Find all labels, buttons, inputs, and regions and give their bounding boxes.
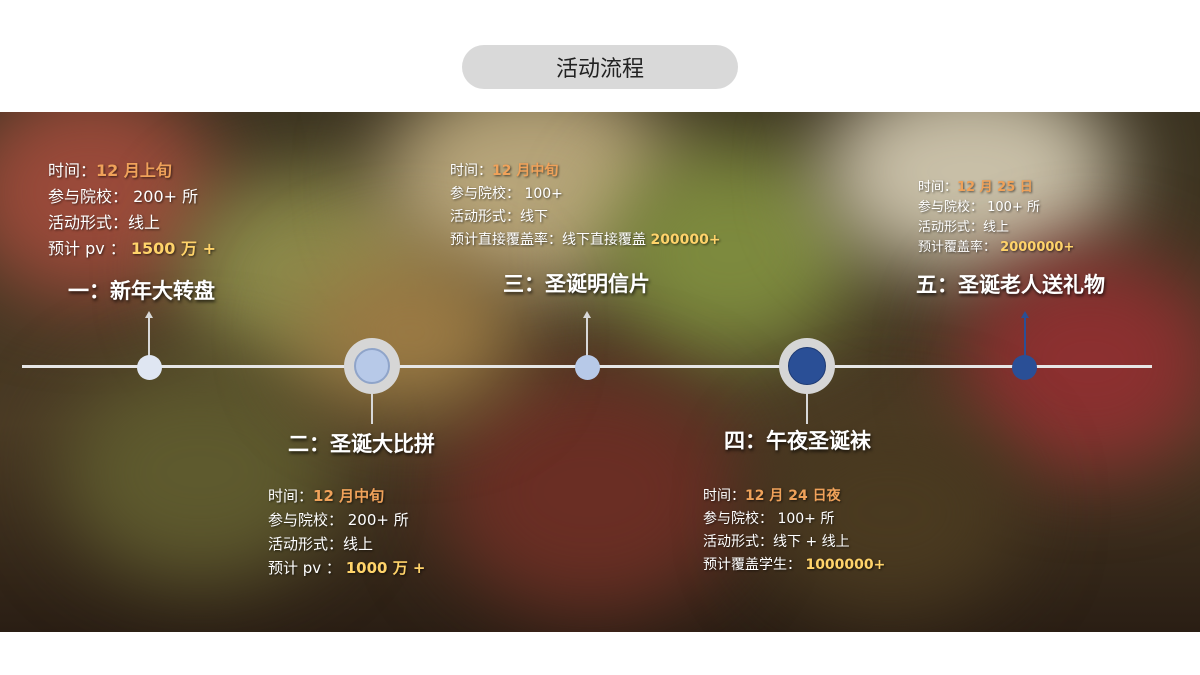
stage-5-node — [1012, 355, 1037, 380]
stage-1-stem — [148, 318, 150, 366]
stage-5-time: 12 月 25 日 — [957, 180, 1033, 195]
stage-4-node — [788, 347, 826, 385]
stage-4-info: 时间：12 月 24 日夜 参与院校： 100+ 所 活动形式：线下 + 线上 … — [703, 488, 886, 573]
stage-1-metric: 1500 万 + — [130, 239, 216, 258]
stage-5-stem — [1024, 318, 1026, 366]
background-blob — [760, 412, 1020, 612]
page-title-pill: 活动流程 — [462, 45, 738, 89]
stage-2-time: 12 月中旬 — [313, 487, 385, 505]
stage-3-stem — [586, 318, 588, 366]
stage-4-title: 四：午夜圣诞袜 — [724, 429, 871, 453]
stage-4-metric: 1000000+ — [805, 557, 886, 573]
stage-1-arrow-icon — [145, 311, 153, 318]
stage-3-info: 时间：12 月中旬 参与院校： 100+ 活动形式：线下 预计直接覆盖率：线下直… — [450, 163, 721, 248]
stage-2-metric: 1000 万 + — [345, 559, 426, 577]
stage-5-info: 时间：12 月 25 日 参与院校： 100+ 所 活动形式：线上 预计覆盖率：… — [918, 180, 1075, 255]
background-blob — [300, 252, 520, 412]
stage-2-node — [354, 348, 390, 384]
page-title: 活动流程 — [555, 57, 644, 82]
background-blob — [440, 372, 740, 612]
stage-2-stem — [371, 382, 373, 424]
stage-3-arrow-icon — [583, 311, 591, 318]
stage-5-title: 五：圣诞老人送礼物 — [916, 273, 1105, 297]
stage-3-title: 三：圣诞明信片 — [503, 272, 650, 296]
stage-1-node — [137, 355, 162, 380]
stage-5-metric: 2000000+ — [1000, 240, 1075, 255]
timeline-banner: 时间：12 月上旬 参与院校： 200+ 所 活动形式：线上 预计 pv ： 1… — [0, 112, 1200, 632]
stage-1-time: 12 月上旬 — [96, 161, 172, 180]
stage-4-stem — [806, 382, 808, 424]
stage-1-title: 一：新年大转盘 — [68, 279, 215, 303]
stage-4-time: 12 月 24 日夜 — [745, 488, 841, 504]
background-blob — [60, 362, 340, 582]
background-blob — [600, 142, 860, 362]
stage-3-node — [575, 355, 600, 380]
stage-5-arrow-icon — [1021, 311, 1029, 318]
stage-1-info: 时间：12 月上旬 参与院校： 200+ 所 活动形式：线上 预计 pv ： 1… — [48, 161, 216, 258]
stage-2-title: 二：圣诞大比拼 — [288, 432, 435, 456]
background-blob — [820, 112, 1120, 272]
stage-3-metric: 200000+ — [650, 232, 721, 248]
stage-3-time: 12 月中旬 — [492, 163, 559, 179]
stage-2-info: 时间：12 月中旬 参与院校： 200+ 所 活动形式：线上 预计 pv ： 1… — [268, 487, 426, 577]
background-blob — [960, 252, 1200, 472]
